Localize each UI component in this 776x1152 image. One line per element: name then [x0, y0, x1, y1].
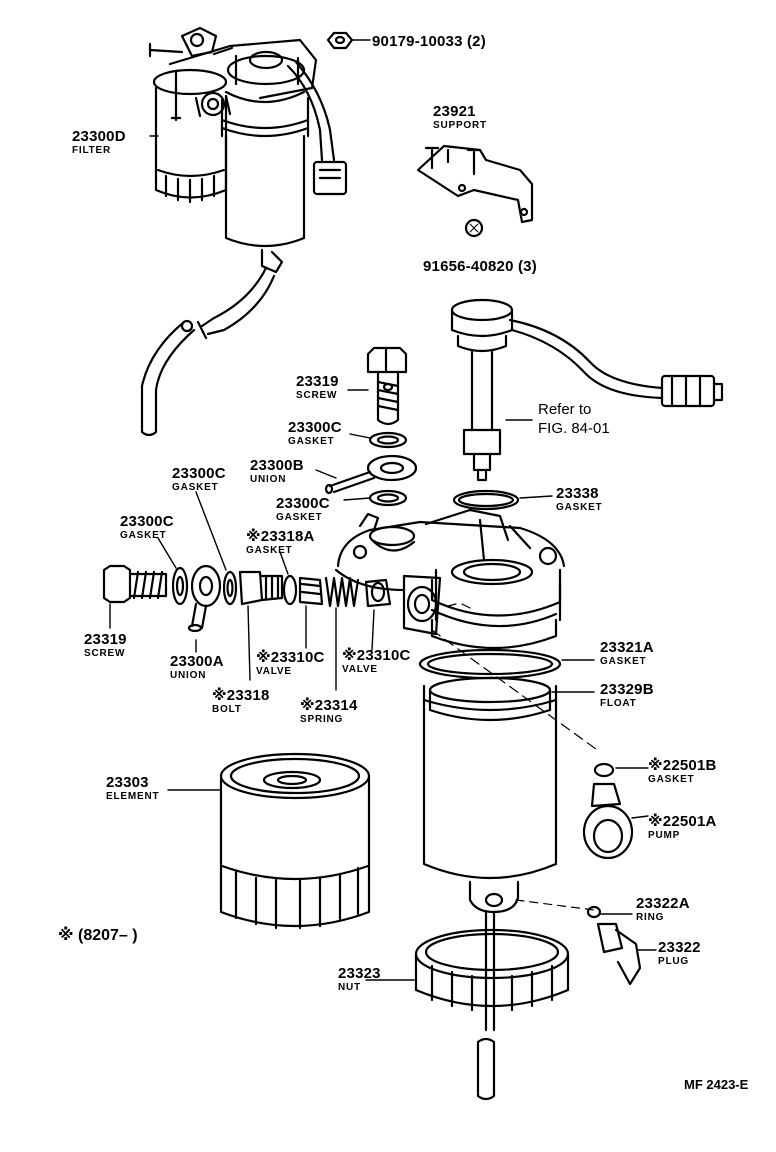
part-description: UNION: [250, 474, 287, 485]
float-switch-drawing: [450, 298, 724, 482]
part-description: GASKET: [288, 436, 335, 447]
part-number: ※23318A: [246, 528, 315, 545]
part-number: 23300C: [276, 495, 330, 512]
production-date-note: ※ (8207– ): [58, 927, 138, 944]
part-label-23319-top: 23319 SCREW: [296, 374, 339, 401]
filter-head-housing-drawing: [334, 508, 566, 650]
part-number: 23323: [338, 965, 381, 982]
part-description: SUPPORT: [433, 120, 487, 131]
part-label-23921: 23921 SUPPORT: [433, 104, 487, 131]
part-label-22501B: ※22501B GASKET: [648, 758, 717, 785]
part-number: 23303: [106, 774, 149, 791]
support-bracket-drawing: [416, 144, 534, 238]
part-description: GASKET: [120, 530, 167, 541]
part-label-23300C-left2: 23300C GASKET: [120, 514, 174, 541]
part-number: 23300C: [172, 465, 226, 482]
part-number: 23319: [84, 631, 127, 648]
part-label-23319-left: 23319 SCREW: [84, 632, 127, 659]
upper-gaskets-drawing: [343, 431, 408, 507]
part-label-23323: 23323 NUT: [338, 966, 381, 993]
union-b-drawing: [315, 454, 418, 495]
part-number: 23338: [556, 485, 599, 502]
filter-element-drawing: [167, 752, 371, 930]
part-label-23300C-upper: 23300C GASKET: [288, 420, 342, 447]
part-number: ※23314: [300, 697, 358, 714]
part-label-23318A: ※23318A GASKET: [246, 529, 315, 556]
screw-top-drawing: [347, 346, 408, 426]
part-description: UNION: [170, 670, 207, 681]
part-number: 23300C: [120, 513, 174, 530]
part-label-90179: 90179-10033 (2): [372, 34, 486, 49]
priming-pump-drawing: [431, 629, 649, 860]
part-number: ※23310C: [342, 647, 411, 664]
part-label-23310C-right: ※23310C VALVE: [342, 648, 411, 675]
part-number: 23322: [658, 939, 701, 956]
filter-assembly-drawing: [140, 26, 348, 437]
part-description: GASKET: [556, 502, 603, 513]
refer-line-1: Refer to: [538, 401, 592, 418]
part-number: 91656-40820 (3): [423, 258, 537, 275]
part-description: ELEMENT: [106, 791, 160, 802]
part-label-91656: 91656-40820 (3): [423, 259, 537, 274]
part-description: FLOAT: [600, 698, 637, 709]
part-label-23300A: 23300A UNION: [170, 654, 224, 681]
part-description: GASKET: [276, 512, 323, 523]
part-label-22501A: ※22501A PUMP: [648, 814, 717, 841]
nut-part-drawing: [326, 31, 371, 50]
part-description: SCREW: [296, 390, 338, 401]
part-label-23300C-left1: 23300C GASKET: [172, 466, 226, 493]
refer-to-figure: Refer to FIG. 84-01: [538, 402, 610, 436]
part-number: ※23310C: [256, 649, 325, 666]
part-label-23329B: 23329B FLOAT: [600, 682, 654, 709]
part-label-23322A: 23322A RING: [636, 896, 690, 923]
valve-stack-drawing: [102, 491, 392, 691]
part-number: 23300A: [170, 653, 224, 670]
part-number: 90179-10033 (2): [372, 33, 486, 50]
part-description: RING: [636, 912, 665, 923]
part-description: VALVE: [256, 666, 292, 677]
part-number: ※22501B: [648, 757, 717, 774]
part-description: GASKET: [172, 482, 219, 493]
part-description: PUMP: [648, 830, 681, 841]
part-number: 23321A: [600, 639, 654, 656]
part-number: 23300C: [288, 419, 342, 436]
part-label-23338: 23338 GASKET: [556, 486, 602, 513]
part-description: BOLT: [212, 704, 242, 715]
part-description: GASKET: [648, 774, 695, 785]
part-label-23314: ※23314 SPRING: [300, 698, 358, 725]
ring-nut-drawing: [365, 928, 570, 1012]
gasket-23338-drawing: [452, 489, 553, 511]
part-description: SPRING: [300, 714, 344, 725]
part-description: NUT: [338, 982, 361, 993]
part-label-23303: 23303 ELEMENT: [106, 775, 159, 802]
part-number: 23300B: [250, 457, 304, 474]
part-description: GASKET: [246, 545, 293, 556]
drain-plug-drawing: [515, 899, 657, 986]
part-label-23321A: 23321A GASKET: [600, 640, 654, 667]
part-label-23322: 23322 PLUG: [658, 940, 701, 967]
part-description: VALVE: [342, 664, 378, 675]
part-label-23300C-lower: 23300C GASKET: [276, 496, 330, 523]
part-number: 23921: [433, 103, 476, 120]
part-number: 23319: [296, 373, 339, 390]
part-label-23310C-left: ※23310C VALVE: [256, 650, 325, 677]
part-label-23300D: 23300D FILTER: [72, 129, 126, 156]
part-description: PLUG: [658, 956, 689, 967]
part-description: GASKET: [600, 656, 647, 667]
part-label-23300B: 23300B UNION: [250, 458, 304, 485]
bowl-and-float-drawing: [418, 648, 595, 1101]
part-number: ※22501A: [648, 813, 717, 830]
part-description: FILTER: [72, 145, 112, 156]
part-number: 23329B: [600, 681, 654, 698]
part-number: ※23318: [212, 687, 270, 704]
part-description: SCREW: [84, 648, 126, 659]
part-label-23318: ※23318 BOLT: [212, 688, 270, 715]
figure-code: MF 2423-E: [684, 1077, 749, 1092]
refer-line-2: FIG. 84-01: [538, 420, 610, 437]
part-number: 23322A: [636, 895, 690, 912]
part-number: 23300D: [72, 128, 126, 145]
